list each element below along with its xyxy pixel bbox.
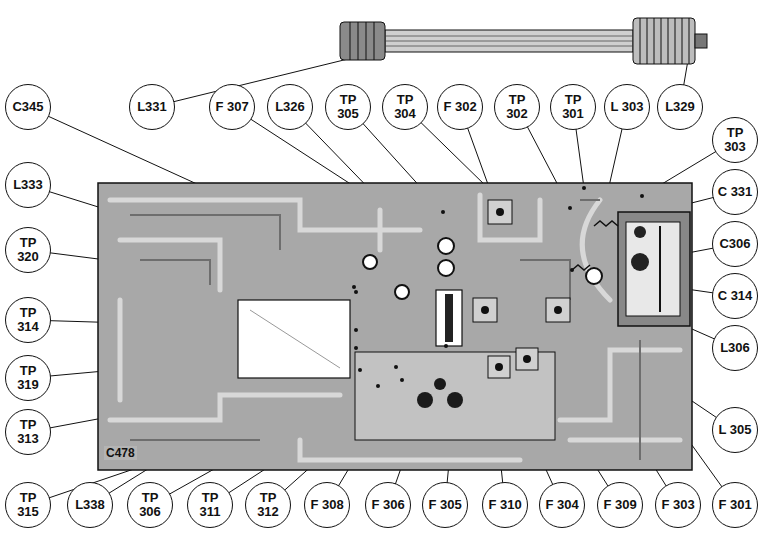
callout-number: L331 [133, 100, 171, 114]
callout-circle: L329 [657, 84, 703, 130]
callout-circle: L 303 [604, 84, 650, 130]
callout-circle: TP 319 [5, 355, 51, 401]
callout-circle: L306 [712, 325, 758, 371]
callout-number: L 303 [608, 100, 646, 114]
callout-number: F 303 [659, 498, 697, 512]
callout-circle: L331 [129, 84, 175, 130]
callout-number: L306 [716, 341, 754, 355]
callout-circle: TP 313 [5, 409, 51, 455]
callout-number: TP 311 [191, 491, 229, 519]
callout-circle: TP 314 [5, 297, 51, 343]
callout-number: F 305 [426, 498, 464, 512]
callout-circle: C 331 [712, 169, 758, 215]
callout-circle: TP 301 [550, 84, 596, 130]
callout-number: TP 305 [329, 93, 367, 121]
callout-number: TP 303 [716, 126, 754, 154]
callout-number: L 305 [716, 423, 754, 437]
callout-circle: F 308 [304, 482, 350, 528]
callout-circle: TP 305 [325, 84, 371, 130]
callout-circle: F 306 [365, 482, 411, 528]
callout-number: TP 301 [554, 93, 592, 121]
callout-circle: L 305 [712, 407, 758, 453]
callout-number: TP 312 [249, 491, 287, 519]
callout-number: C306 [716, 237, 754, 251]
callout-circle: C 314 [712, 273, 758, 319]
callout-circle: F 301 [712, 482, 758, 528]
callout-number: F 301 [716, 498, 754, 512]
leader-lines [28, 58, 735, 505]
callout-number: TP 319 [9, 364, 47, 392]
callout-circle: TP 311 [187, 482, 233, 528]
callout-number: F 308 [308, 498, 346, 512]
callout-circle: TP 303 [712, 117, 758, 163]
ferrite-rod [340, 18, 707, 64]
callout-number: F 306 [369, 498, 407, 512]
callout-number: L329 [661, 100, 699, 114]
callout-number: F 302 [441, 100, 479, 114]
callout-number: TP 315 [9, 491, 47, 519]
callout-circle: L333 [5, 162, 51, 208]
callout-number: F 307 [213, 100, 251, 114]
callout-circle: TP 320 [5, 227, 51, 273]
callout-number: TP 313 [9, 418, 47, 446]
circuit-board [98, 183, 692, 470]
callout-circle: C345 [5, 84, 51, 130]
callout-number: C 314 [716, 289, 754, 303]
callout-number: F 310 [486, 498, 524, 512]
callout-number: C 331 [716, 185, 754, 199]
callout-circle: C306 [712, 221, 758, 267]
callout-circle: F 302 [437, 84, 483, 130]
callout-circle: TP 315 [5, 482, 51, 528]
callout-circle: F 304 [539, 482, 585, 528]
callout-number: F 309 [601, 498, 639, 512]
callout-number: TP 314 [9, 306, 47, 334]
callout-circle: F 303 [655, 482, 701, 528]
callout-circle: TP 312 [245, 482, 291, 528]
callout-circle: TP 302 [494, 84, 540, 130]
callout-number: TP 304 [386, 93, 424, 121]
callout-number: C345 [9, 100, 47, 114]
callout-number: L338 [71, 498, 109, 512]
callout-number: TP 306 [131, 491, 169, 519]
callout-number: TP 320 [9, 236, 47, 264]
callout-circle: F 305 [422, 482, 468, 528]
callout-circle: F 310 [482, 482, 528, 528]
callout-number: L333 [9, 178, 47, 192]
board-number: C478 [104, 446, 137, 460]
callout-circle: F 309 [597, 482, 643, 528]
callout-number: F 304 [543, 498, 581, 512]
callout-circle: TP 304 [382, 84, 428, 130]
callout-circle: TP 306 [127, 482, 173, 528]
callout-number: TP 302 [498, 93, 536, 121]
callout-circle: L326 [267, 84, 313, 130]
callout-number: L326 [271, 100, 309, 114]
callout-circle: L338 [67, 482, 113, 528]
callout-circle: F 307 [209, 84, 255, 130]
